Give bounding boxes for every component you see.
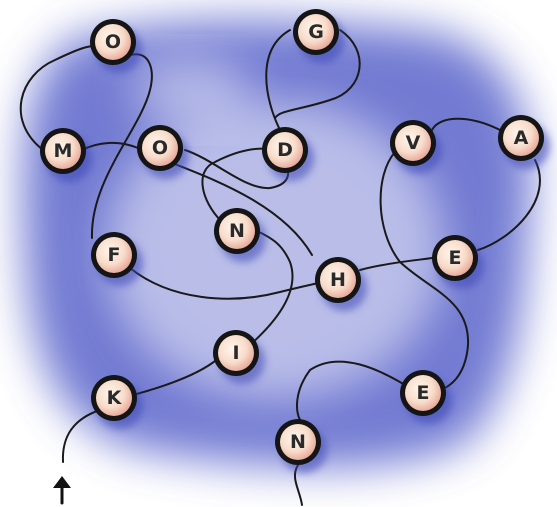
bead-v[interactable]: V [390,120,442,174]
up-arrow-icon [53,476,71,505]
bead-letter: H [330,269,346,291]
bead-letter: K [107,387,123,409]
string-start-k [61,409,101,463]
bead-e2[interactable]: E [400,370,452,424]
string-o1-f [90,53,153,239]
string-d-g [265,29,291,131]
letter-beads: O G M O [40,9,550,473]
bead-letter: G [308,21,324,43]
bead-e1[interactable]: E [432,235,484,289]
string-e1-a [477,159,541,251]
string-e2-n2 [296,360,406,421]
bead-letter: E [417,382,430,404]
bead-n1[interactable]: N [214,208,266,262]
bead-o2[interactable]: O [137,125,189,179]
bead-letter: M [54,140,73,162]
bead-letter: I [232,342,239,364]
bead-letter: E [449,247,462,269]
bead-letter: N [290,431,306,453]
bead-a[interactable]: A [498,115,550,169]
string-f-h [129,267,319,300]
string-m-o1 [19,45,96,151]
bead-letter: A [514,127,529,149]
bead-d[interactable]: D [262,127,314,181]
bead-letter: N [229,220,245,242]
bead-letter: D [277,139,293,161]
bead-o1[interactable]: O [90,19,142,73]
string-h-e1 [359,257,433,271]
bead-letter: F [108,244,121,266]
bead-i[interactable]: I [213,330,265,384]
bead-m[interactable]: M [40,128,92,182]
bead-k[interactable]: K [91,375,143,429]
bead-letter: O [105,31,121,53]
bead-g[interactable]: G [293,9,345,63]
string-g-d-loop [274,29,361,119]
bead-h[interactable]: H [315,257,367,311]
bead-letter: V [406,132,421,154]
string-v-e2 [379,151,470,391]
bead-f[interactable]: F [91,232,143,286]
bead-n2[interactable]: N [275,419,327,473]
string-i-n1 [249,229,294,346]
string-a-v [431,117,501,131]
bead-letter: O [152,137,168,159]
